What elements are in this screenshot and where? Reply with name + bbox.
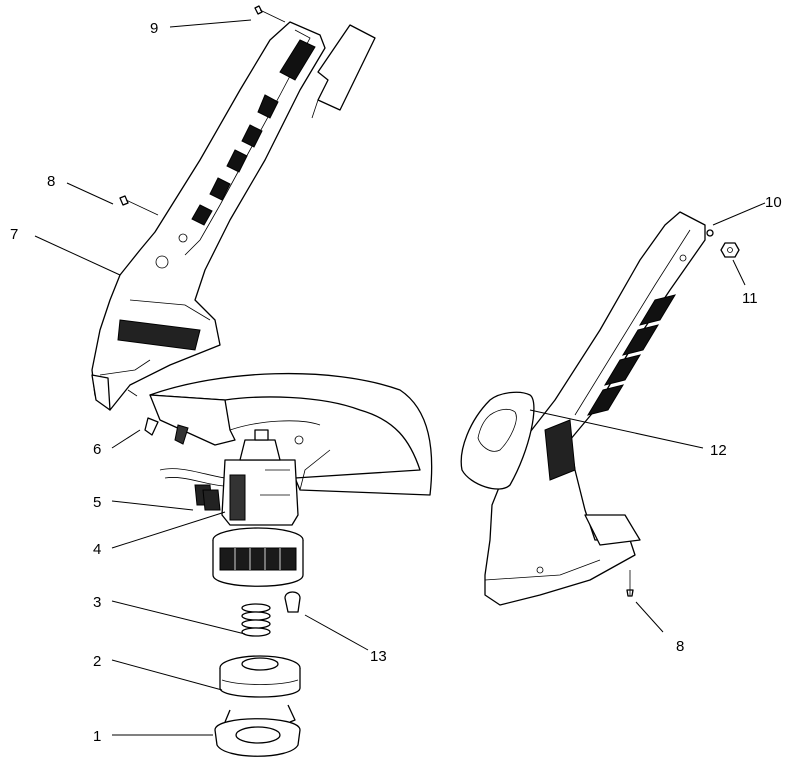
spool (219, 655, 301, 698)
right-housing-half (484, 211, 706, 606)
upper-shaft-segment (311, 24, 376, 119)
nut-11 (720, 242, 740, 258)
callout-6: 6 (93, 441, 101, 458)
screw-8-right (626, 570, 634, 597)
callout-4: 4 (93, 541, 101, 558)
spring (241, 603, 271, 637)
callout-11: 11 (742, 290, 758, 307)
callout-9: 9 (150, 20, 158, 37)
callout-8-right: 8 (676, 638, 684, 655)
callout-5: 5 (93, 494, 101, 511)
left-housing-half (91, 21, 326, 411)
leader-lines (34, 19, 766, 736)
motor-base (212, 527, 304, 613)
callout-13: 13 (370, 648, 387, 665)
motor-assembly (159, 429, 299, 526)
screw-10 (706, 229, 714, 237)
callout-8-left: 8 (47, 173, 55, 190)
screw-8-left (119, 195, 159, 216)
callout-10: 10 (765, 194, 782, 211)
spool-cap (214, 704, 301, 757)
callout-7: 7 (10, 226, 18, 243)
callout-3: 3 (93, 594, 101, 611)
callout-12: 12 (710, 442, 727, 459)
callout-1: 1 (93, 728, 101, 745)
guard (127, 372, 433, 496)
callout-labels: 1 2 3 4 5 6 7 8 8 9 10 11 12 13 (10, 20, 782, 745)
callout-2: 2 (93, 653, 101, 670)
screw-9 (254, 5, 286, 23)
trigger-plate (460, 391, 535, 490)
